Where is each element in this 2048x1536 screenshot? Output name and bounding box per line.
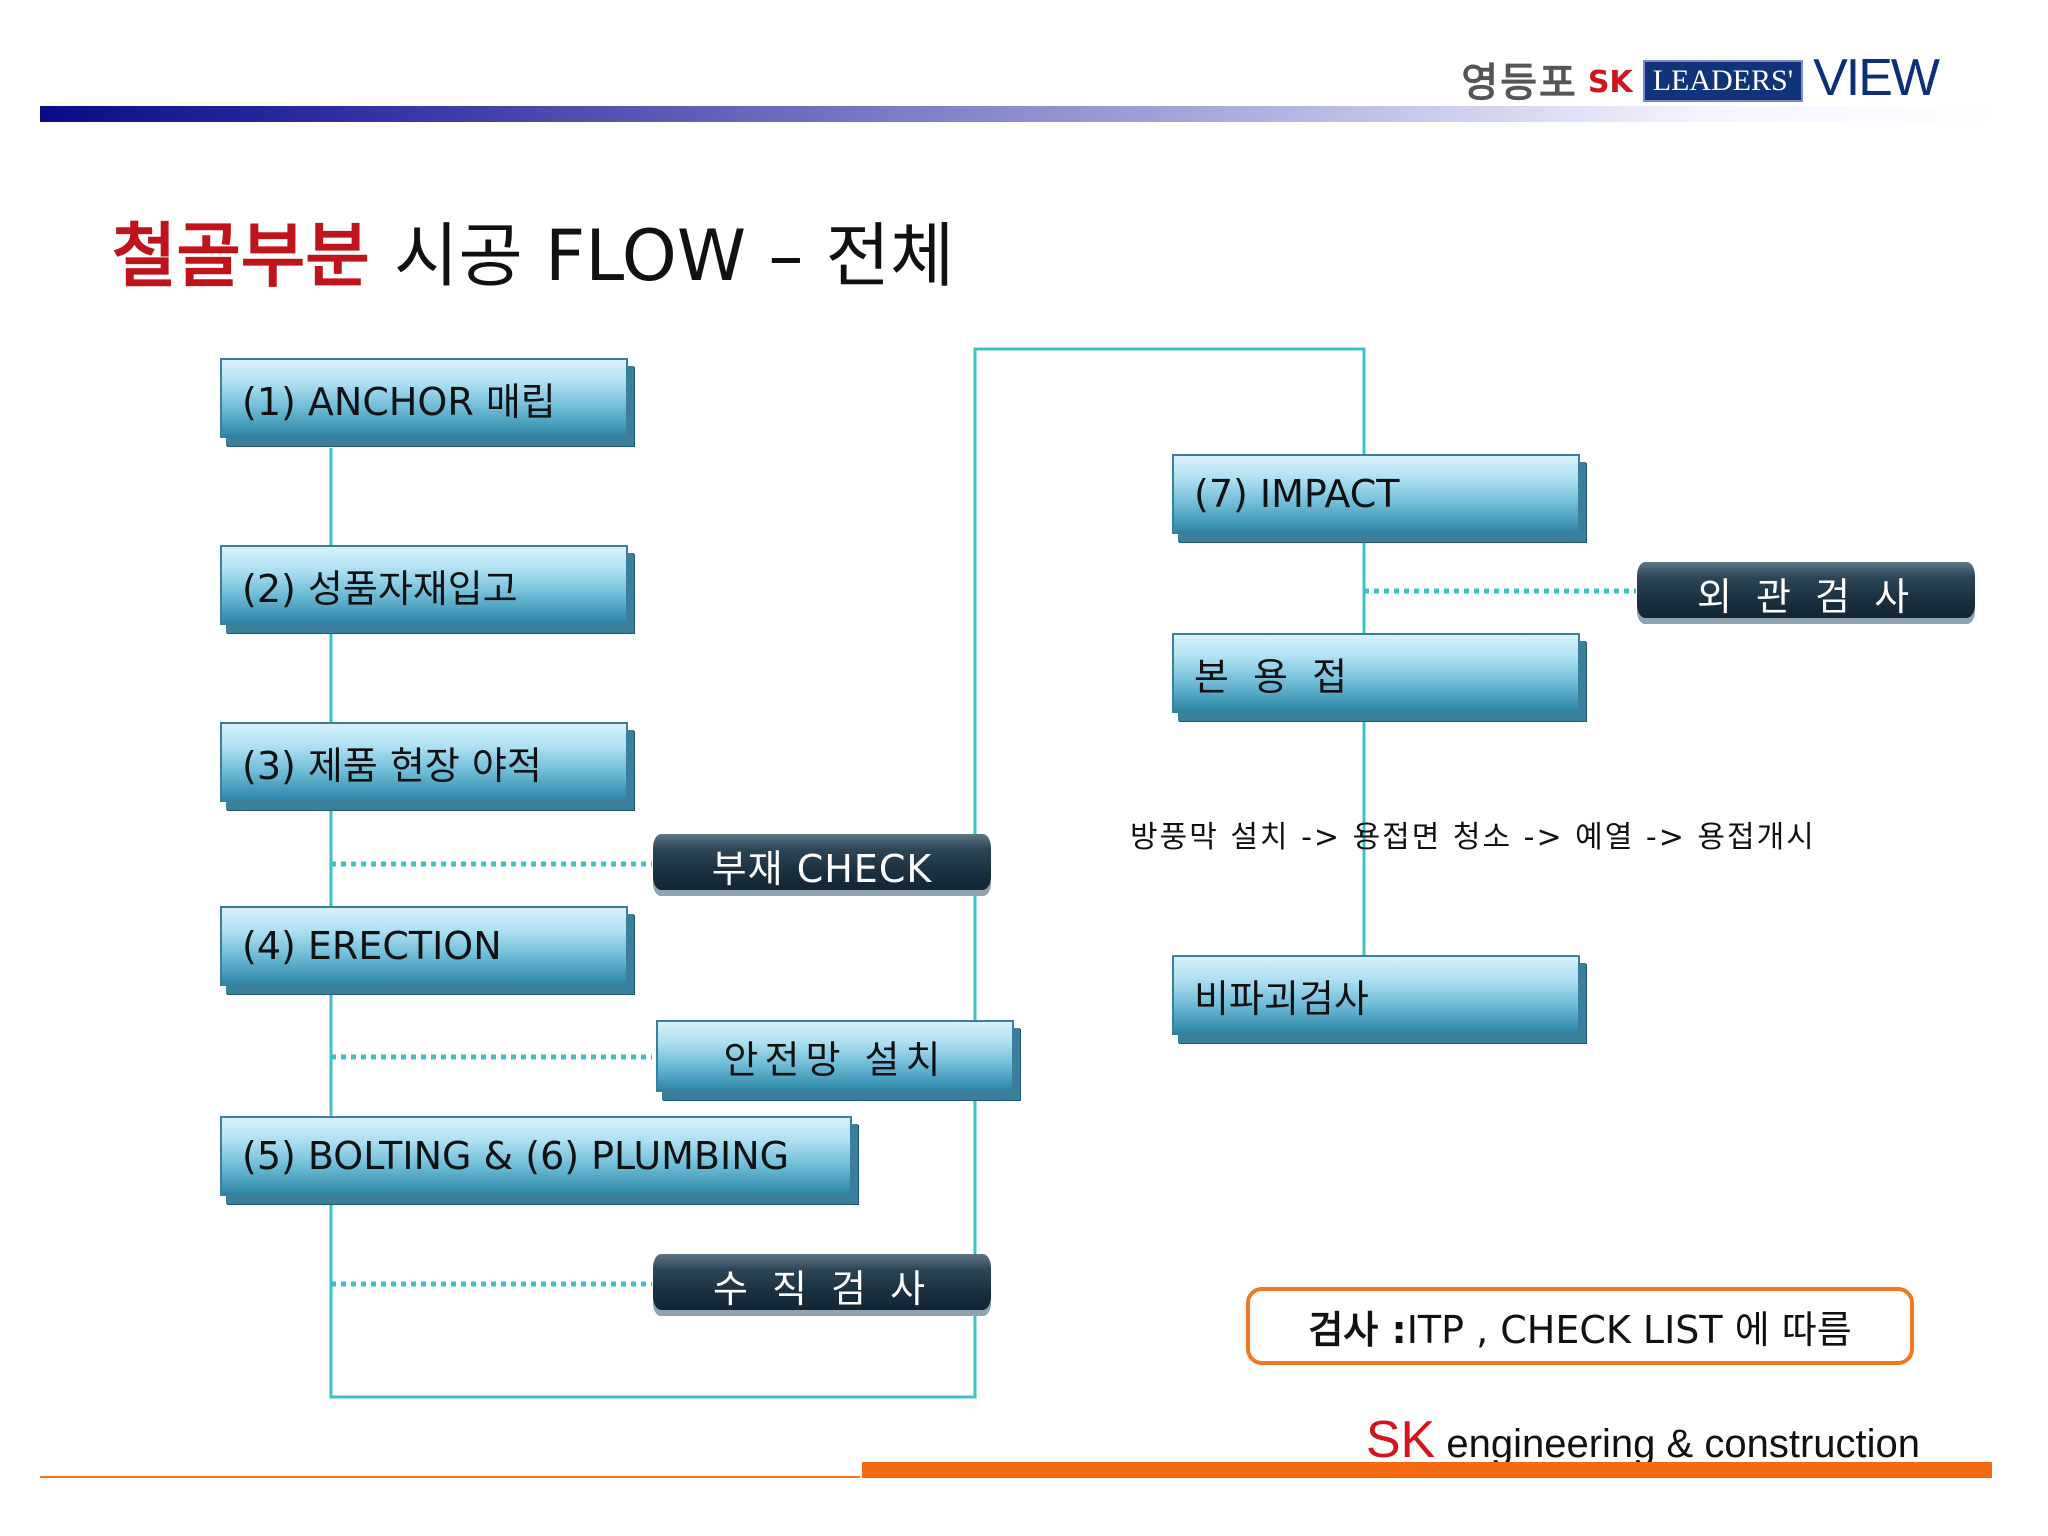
step-erection: (4) ERECTION — [220, 906, 628, 986]
step-anchor: (1) ANCHOR 매립 — [220, 358, 628, 438]
logo-leaders: LEADERS' — [1642, 60, 1804, 102]
inspection-label: 검사 : — [1308, 1307, 1407, 1352]
logo-sk: SK — [1587, 65, 1633, 100]
slide-title: 철골부분 시공 FLOW – 전체 — [112, 200, 954, 301]
vertical-inspect-cylinder: 수 직 검 사 — [653, 1254, 991, 1316]
step-bolting-plumbing: (5) BOLTING & (6) PLUMBING — [220, 1116, 852, 1196]
step-main-weld: 본 용 접 — [1172, 633, 1580, 713]
safety-net-label: 안전망 설치 — [723, 1037, 947, 1082]
member-check-label: 부재 CHECK — [711, 846, 933, 891]
step-site-storage-label: (3) 제품 현장 야적 — [242, 743, 542, 788]
title-red-part: 철골부분 — [112, 215, 370, 297]
step-erection-label: (4) ERECTION — [242, 924, 502, 968]
visual-inspect-label: 외 관 검 사 — [1696, 574, 1916, 619]
step-ndt-label: 비파괴검사 — [1194, 976, 1369, 1021]
step-bolting-plumbing-label: (5) BOLTING & (6) PLUMBING — [242, 1134, 790, 1178]
header-gradient-bar — [40, 106, 1998, 122]
inspection-text: ITP , CHECK LIST 에 따름 — [1406, 1307, 1852, 1352]
footer-divider-thin — [40, 1476, 860, 1478]
step-material-receipt: (2) 성품자재입고 — [220, 545, 628, 625]
visual-inspect-cylinder: 외 관 검 사 — [1637, 562, 1975, 624]
company-logo: 영등포 SK LEADERS' VIEW — [1461, 48, 1940, 108]
step-main-weld-label: 본 용 접 — [1194, 654, 1354, 699]
footer-sk: SK — [1365, 1411, 1436, 1469]
vertical-inspect-label: 수 직 검 사 — [712, 1266, 932, 1311]
step-impact: (7) IMPACT — [1172, 454, 1580, 534]
safety-net-box: 안전망 설치 — [656, 1020, 1014, 1092]
logo-view: VIEW — [1813, 49, 1940, 107]
step-site-storage: (3) 제품 현장 야적 — [220, 722, 628, 802]
step-ndt: 비파괴검사 — [1172, 955, 1580, 1035]
footer-brand-text: engineering & construction — [1435, 1422, 1920, 1466]
member-check-cylinder: 부재 CHECK — [653, 834, 991, 896]
inspection-basis-box: 검사 : ITP , CHECK LIST 에 따름 — [1246, 1287, 1914, 1365]
title-black-part: 시공 FLOW – 전체 — [393, 215, 955, 297]
step-impact-label: (7) IMPACT — [1194, 472, 1400, 516]
footer-brand: SK engineering & construction — [1366, 1410, 1920, 1470]
step-anchor-label: (1) ANCHOR 매립 — [242, 379, 556, 424]
step-material-receipt-label: (2) 성품자재입고 — [242, 566, 518, 611]
footer-divider-thick — [862, 1462, 1992, 1478]
logo-yeongdeungpo: 영등포 — [1461, 60, 1578, 106]
weld-procedure-note: 방풍막 설치 -> 용접면 청소 -> 예열 -> 용접개시 — [1130, 820, 1816, 855]
